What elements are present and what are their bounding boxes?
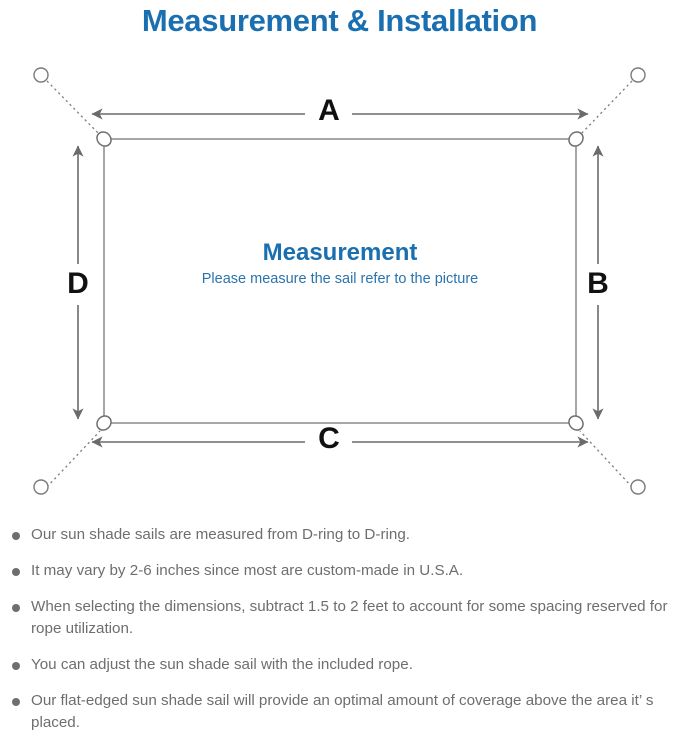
note-text: It may vary by 2-6 inches since most are… xyxy=(31,562,464,579)
list-item: Our flat-edged sun shade sail will provi… xyxy=(0,690,679,734)
dimension-arrows xyxy=(72,108,604,448)
bullet-icon xyxy=(12,532,20,540)
note-text: Our sun shade sails are measured from D-… xyxy=(31,526,410,543)
list-item: You can adjust the sun shade sail with t… xyxy=(0,654,679,676)
diagram-canvas xyxy=(33,67,646,495)
bullet-icon xyxy=(12,568,20,576)
list-item: When selecting the dimensions, subtract … xyxy=(0,596,679,640)
anchor-bottom-right-icon xyxy=(630,479,646,495)
list-item: It may vary by 2-6 inches since most are… xyxy=(0,560,679,582)
sail-rectangle xyxy=(103,138,577,424)
anchor-top-right-icon xyxy=(630,67,646,83)
bullet-icon xyxy=(12,698,20,706)
d-rings xyxy=(96,131,584,431)
note-text: Our flat-edged sun shade sail will provi… xyxy=(31,692,654,731)
bullet-icon xyxy=(12,662,20,670)
bullet-icon xyxy=(12,604,20,612)
rope-line-bottom-left xyxy=(46,430,101,488)
anchor-top-left-icon xyxy=(33,67,49,83)
d-ring-top-left-icon xyxy=(96,131,112,147)
rope-line-top-right xyxy=(579,80,633,136)
anchor-bottom-left-icon xyxy=(33,479,49,495)
note-text: You can adjust the sun shade sail with t… xyxy=(31,656,413,673)
rope-line-top-left xyxy=(46,80,101,136)
d-ring-bottom-left-icon xyxy=(96,415,112,431)
rope-lines xyxy=(46,80,633,488)
page-title: Measurement & Installation xyxy=(141,3,538,38)
anchor-points xyxy=(33,67,646,495)
d-ring-top-right-icon xyxy=(568,131,584,147)
list-item: Our sun shade sails are measured from D-… xyxy=(0,524,679,546)
d-ring-bottom-right-icon xyxy=(568,415,584,431)
rope-line-bottom-right xyxy=(579,430,633,488)
measurement-diagram: Measurement Please measure the sail refe… xyxy=(0,52,679,512)
note-text: When selecting the dimensions, subtract … xyxy=(31,598,668,637)
notes-list: Our sun shade sails are measured from D-… xyxy=(0,524,679,734)
